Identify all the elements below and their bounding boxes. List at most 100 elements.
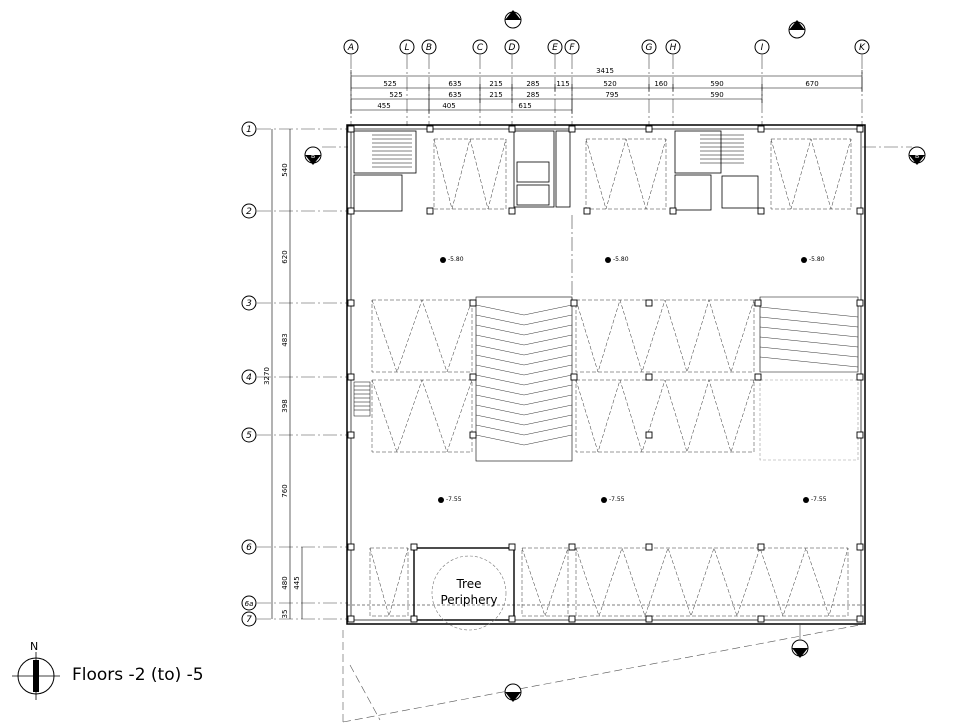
level-marker: -5.80 [801,256,825,263]
svg-text:6a: 6a [245,600,254,608]
svg-text:405: 405 [442,102,455,110]
tree-label-line2: Periphery [440,593,497,607]
grid-col-H: H [665,39,681,55]
svg-text:3270: 3270 [263,367,271,385]
svg-text:620: 620 [281,250,289,263]
grid-col-A: A [343,39,359,55]
svg-text:A: A [347,43,354,53]
svg-text:5: 5 [246,431,252,441]
side-stair [353,381,371,417]
svg-text:760: 760 [281,484,289,497]
svg-text:C: C [477,43,484,53]
svg-text:-7.55: -7.55 [811,496,827,503]
svg-text:615: 615 [518,102,531,110]
svg-text:B: B [311,153,315,160]
structural-columns [347,125,864,623]
grid-col-F: F [564,39,580,55]
svg-text:455: 455 [377,102,390,110]
svg-text:2: 2 [246,207,252,217]
svg-text:K: K [859,43,866,53]
svg-text:480: 480 [281,576,289,589]
section-marker-right: B [908,146,926,165]
svg-text:H: H [670,43,677,53]
column-grid-labels: A L B C D E F G H I K [343,39,870,55]
svg-text:483: 483 [281,333,289,346]
svg-text:635: 635 [448,80,461,88]
grid-col-D: D [504,39,520,55]
tree-periphery: Tree Periphery [413,547,515,631]
svg-text:-5.80: -5.80 [448,256,464,263]
svg-text:I: I [761,43,764,53]
section-marker-top-2 [788,20,806,39]
grid-col-K: K [854,39,870,55]
tree-label-line1: Tree [455,577,481,591]
svg-text:160: 160 [654,80,667,88]
svg-text:590: 590 [710,91,723,99]
svg-text:F: F [569,43,575,53]
svg-text:G: G [646,43,653,53]
north-arrow-icon [12,652,60,700]
grid-col-C: C [472,39,488,55]
svg-text:115: 115 [556,80,569,88]
svg-text:398: 398 [281,399,289,412]
svg-text:-5.80: -5.80 [613,256,629,263]
svg-text:-5.80: -5.80 [809,256,825,263]
grid-row-1: 1 [241,121,257,137]
svg-text:E: E [552,43,558,53]
svg-text:215: 215 [489,80,502,88]
svg-text:285: 285 [526,91,539,99]
svg-text:670: 670 [805,80,818,88]
grid-lines [257,55,912,640]
section-marker-left: B [304,146,322,165]
level-marker: -5.80 [440,256,464,263]
site-boundary [342,623,866,723]
grid-row-3: 3 [241,295,257,311]
grid-col-L: L [399,39,415,55]
svg-text:520: 520 [603,80,616,88]
row-grid-labels: 1 2 3 4 5 6 6a 7 [241,121,257,627]
level-marker: -7.55 [803,496,827,503]
svg-text:4: 4 [246,373,252,383]
grid-row-4: 4 [241,369,257,385]
grid-col-B: B [421,39,437,55]
north-label: N [30,640,39,653]
level-marker: -5.80 [605,256,629,263]
svg-text:3: 3 [246,299,252,309]
svg-text:-7.55: -7.55 [446,496,462,503]
level-markers: -5.80 -5.80 -5.80 -7.55 -7.55 -7.55 [438,256,827,503]
svg-text:3415: 3415 [596,67,614,75]
section-marker-bottom-1 [791,639,809,658]
svg-text:B: B [426,43,432,53]
dimension-strings-horizontal: 3415 525 635 215 285 115 520 160 590 670… [350,67,863,114]
svg-text:635: 635 [448,91,461,99]
grid-row-6: 6 [241,539,257,555]
svg-text:D: D [509,43,516,53]
svg-text:445: 445 [293,576,301,589]
grid-row-6a: 6a [241,595,257,611]
svg-text:215: 215 [489,91,502,99]
grid-col-E: E [547,39,563,55]
drawing-caption: Floors -2 (to) -5 [72,665,204,685]
section-marker-bottom-2 [504,683,522,702]
building-outline [346,124,866,625]
svg-text:525: 525 [389,91,402,99]
grid-col-I: I [754,39,770,55]
svg-text:-7.55: -7.55 [609,496,625,503]
grid-row-2: 2 [241,203,257,219]
grid-col-G: G [641,39,657,55]
grid-row-7: 7 [241,611,257,627]
grid-row-5: 5 [241,427,257,443]
svg-text:540: 540 [281,163,289,176]
svg-text:285: 285 [526,80,539,88]
svg-text:6: 6 [246,543,252,553]
level-marker: -7.55 [601,496,625,503]
svg-text:B: B [915,153,919,160]
section-markers: B B [304,10,926,702]
svg-text:L: L [404,43,409,53]
svg-text:7: 7 [246,615,252,625]
svg-text:590: 590 [710,80,723,88]
north-core [353,130,759,212]
section-marker-top-1 [504,10,522,29]
ramps [475,296,859,462]
